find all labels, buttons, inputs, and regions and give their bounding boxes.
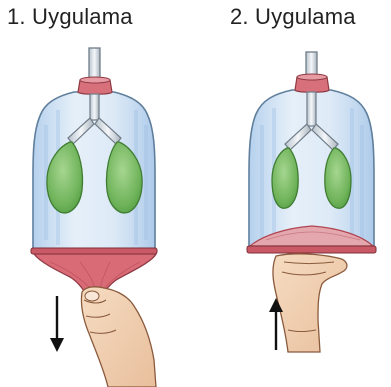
arrow-down-icon [50, 296, 64, 352]
hand [273, 254, 347, 352]
panel-2-apparatus [247, 52, 376, 352]
hand [81, 287, 156, 387]
panel-1-apparatus [31, 48, 157, 387]
